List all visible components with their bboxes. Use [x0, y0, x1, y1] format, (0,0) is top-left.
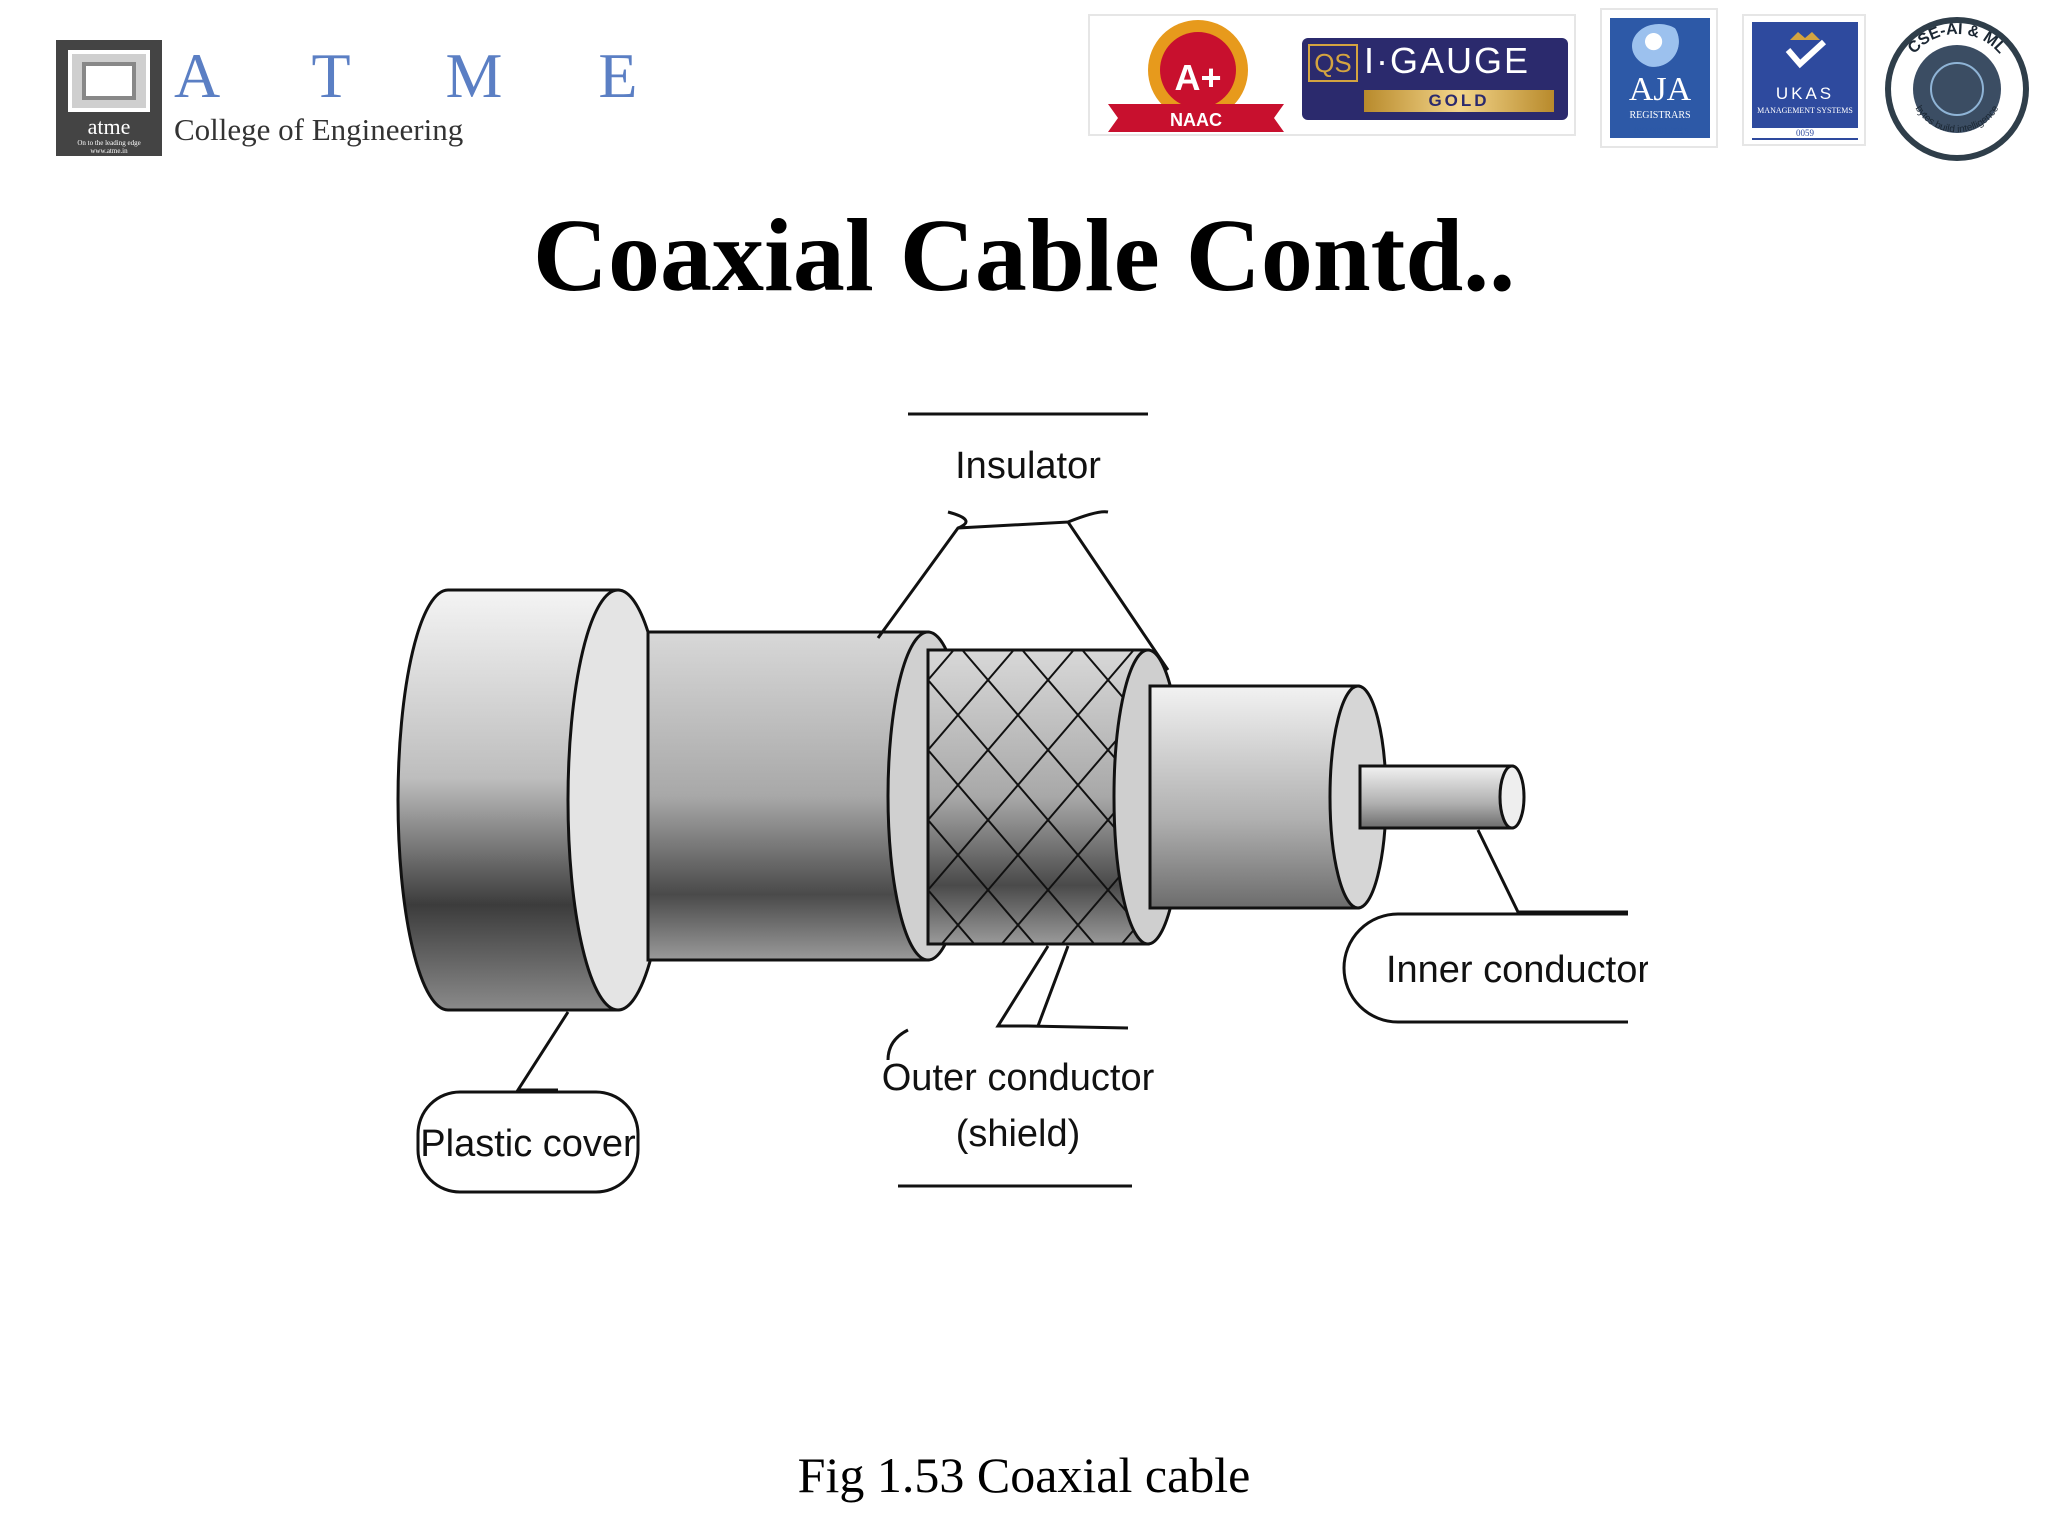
qs-title: I·GAUGE — [1364, 40, 1531, 81]
atme-small-text: atme — [87, 114, 131, 139]
coaxial-cable-diagram: Insulator Plastic cover Outer conductor … — [396, 412, 1648, 1194]
college-name: College of Engineering — [174, 112, 464, 147]
qs-tier: GOLD — [1364, 90, 1554, 112]
ukas-name: UKAS — [1775, 84, 1835, 103]
ukas-badge: UKAS MANAGEMENT SYSTEMS 0059 — [1742, 14, 1866, 146]
label-outer-conductor-2: (shield) — [956, 1113, 1081, 1155]
inner-conductor — [1358, 764, 1526, 830]
plastic-cover — [396, 588, 670, 1012]
crown-check-icon — [1785, 32, 1827, 69]
braided-shield — [926, 648, 1184, 946]
ukas-sub: MANAGEMENT SYSTEMS — [1757, 106, 1853, 115]
naac-label: NAAC — [1170, 110, 1222, 130]
plastic-cover-leader — [515, 1011, 570, 1092]
label-outer-conductor-1: Outer conductor — [882, 1057, 1155, 1099]
insulator-leader — [876, 510, 1170, 671]
ukas-number: 0059 — [1752, 128, 1858, 138]
inner-conductor-label-box — [1342, 912, 1628, 1024]
qs-mark: QS — [1308, 44, 1358, 82]
qs-igauge-badge: QS I·GAUGE GOLD — [1302, 38, 1568, 120]
plastic-cover-label-box — [416, 1090, 640, 1194]
outer-insulator — [646, 630, 970, 962]
figure-caption: Fig 1.53 Coaxial cable — [797, 1447, 1251, 1503]
inner-conductor-leader — [1476, 829, 1628, 914]
aja-registrars: REGISTRARS — [1629, 110, 1691, 121]
atme-letters: A T M E — [174, 40, 678, 111]
naac-badge: A+ NAAC — [1108, 20, 1284, 132]
label-insulator: Insulator — [955, 445, 1101, 487]
aja-iso: ISO 9001:2015 — [1633, 126, 1689, 136]
label-inner-conductor: Inner conductor — [1386, 949, 1648, 991]
accreditation-badges: A+ NAAC QS I·GAUGE GOLD — [1088, 14, 1576, 136]
label-plastic-cover: Plastic cover — [420, 1123, 636, 1165]
aja-name: AJA — [1628, 71, 1692, 108]
slide-title: Coaxial Cable Contd.. — [532, 198, 1516, 313]
aja-badge: AJA REGISTRARS ISO 9001:2015 — [1600, 8, 1718, 148]
inner-insulator — [1148, 684, 1388, 910]
cse-aiml-logo: CSE-AI & ML bytes build intelligence — [1885, 17, 2029, 161]
naac-grade: A+ — [1174, 57, 1221, 98]
outer-conductor-leader — [995, 945, 1070, 1028]
globe-icon — [1632, 24, 1686, 68]
